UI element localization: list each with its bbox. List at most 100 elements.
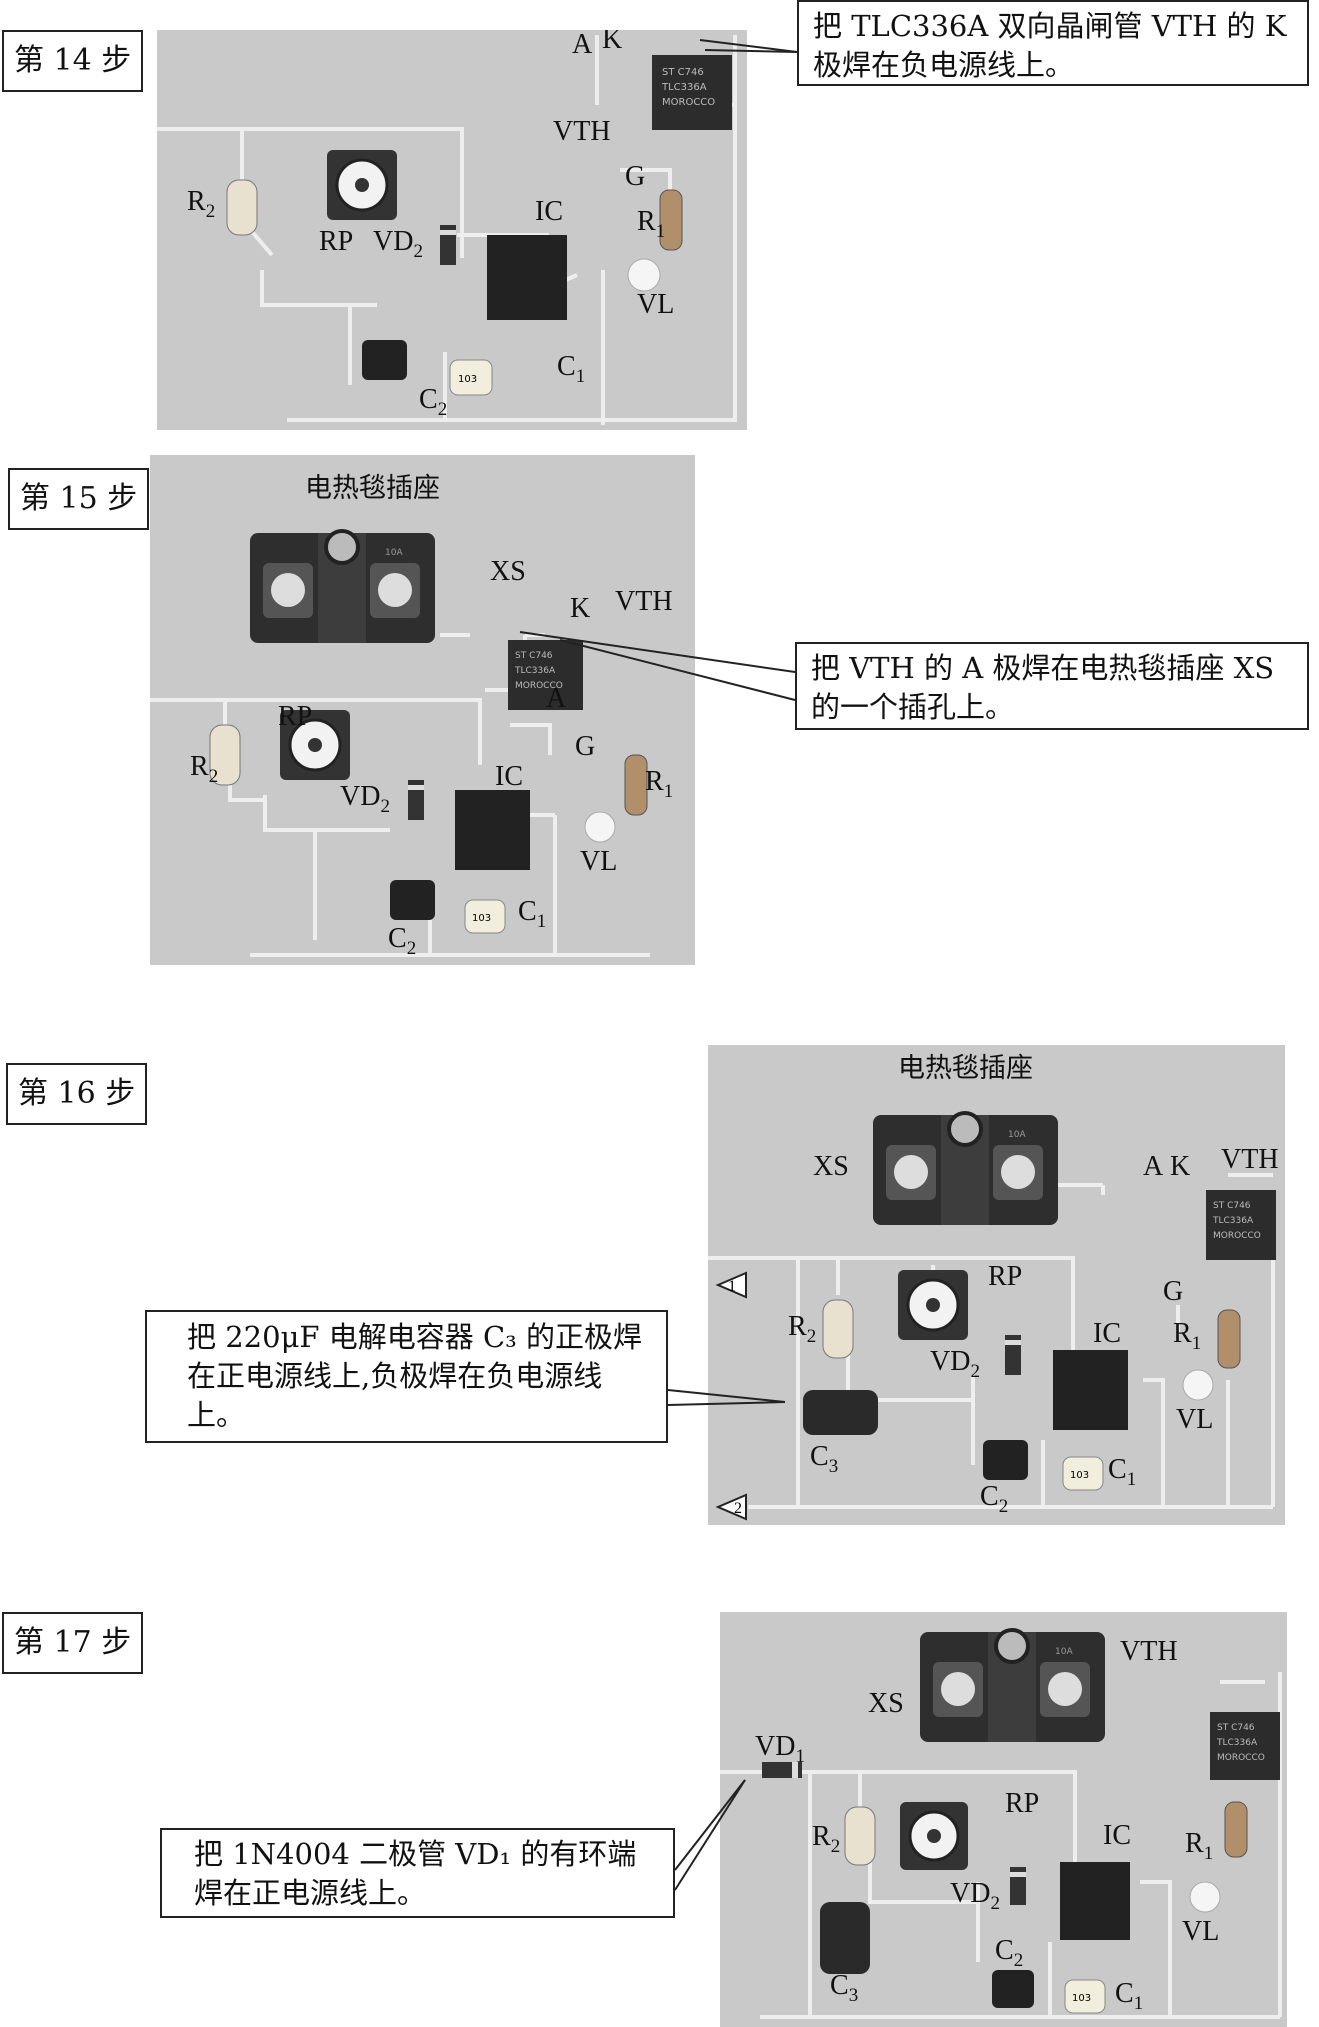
step-16-label: 第 16 步	[6, 1063, 148, 1125]
ic-chip	[1053, 1350, 1128, 1430]
socket-title: 电热毯插座	[305, 473, 440, 504]
capacitor-c1	[1064, 1979, 1106, 2014]
trim-pot-rp	[900, 1802, 968, 1870]
capacitor-c2	[983, 1440, 1028, 1480]
triac: ST C746 TLC336A MOROCCO	[1210, 1712, 1280, 1780]
led-vl	[584, 811, 616, 843]
led-vl	[1182, 1369, 1214, 1401]
label-c2: C2	[419, 384, 447, 420]
label-c1: C1	[1115, 1978, 1143, 2014]
label-a: A	[546, 683, 567, 714]
socket-xs: 10A	[250, 529, 435, 643]
step-17-photo: 10A ST C746 TLC336A MOROCCO 103 VTH XS V…	[720, 1612, 1287, 2027]
label-r2: R2	[190, 751, 218, 787]
label-xs: XS	[813, 1151, 849, 1182]
label-vth: VTH	[615, 586, 673, 617]
socket-xs: 10A	[920, 1628, 1105, 1742]
label-a: A	[1143, 1151, 1164, 1182]
label-vth: VTH	[1120, 1636, 1178, 1667]
step-15-photo: 电热毯插座 10A ST C746 TLC336A MOROCCO	[150, 455, 695, 965]
svg-text:TLC336A: TLC336A	[514, 666, 556, 676]
led-vl	[627, 258, 661, 292]
label-vd2: VD2	[373, 226, 423, 262]
svg-text:MOROCCO: MOROCCO	[1213, 1231, 1261, 1241]
resistor-r2	[209, 724, 241, 786]
label-vd2: VD2	[950, 1878, 1000, 1914]
triac: ST C746 TLC336A MOROCCO	[1206, 1190, 1276, 1260]
capacitor-c3	[820, 1902, 870, 1974]
svg-text:MOROCCO: MOROCCO	[515, 681, 563, 691]
step-15-note: 把 VTH 的 A 极焊在电热毯插座 XS 的一个插孔上。	[795, 642, 1309, 730]
svg-text:103: 103	[472, 913, 491, 924]
svg-text:ST C746: ST C746	[1217, 1723, 1255, 1733]
label-r2: R2	[187, 186, 215, 222]
svg-text:TLC336A: TLC336A	[661, 82, 707, 93]
label-k: K	[1170, 1151, 1190, 1182]
label-vd1: VD1	[755, 1731, 805, 1767]
svg-text:MOROCCO: MOROCCO	[1217, 1753, 1265, 1763]
label-c1: C1	[1108, 1454, 1136, 1490]
resistor-r2	[226, 179, 258, 236]
svg-text:TLC336A: TLC336A	[1212, 1216, 1254, 1226]
trim-pot-rp	[327, 150, 397, 220]
label-r1: R1	[1185, 1828, 1213, 1864]
svg-text:103: 103	[1072, 1993, 1091, 2004]
step-15-circuit: 电热毯插座 10A ST C746 TLC336A MOROCCO	[150, 473, 673, 959]
label-rp: RP	[1005, 1788, 1039, 1819]
svg-text:10A: 10A	[1055, 1647, 1073, 1657]
label-c2: C2	[388, 923, 416, 959]
svg-text:2: 2	[734, 1500, 742, 1517]
socket-title: 电热毯插座	[898, 1053, 1033, 1084]
step-14-note: 把 TLC336A 双向晶闸管 VTH 的 K 极焊在负电源线上。	[797, 0, 1309, 86]
power-plus-marker	[715, 1271, 747, 1299]
label-r2: R2	[788, 1311, 816, 1347]
socket-xs: 10A	[873, 1111, 1058, 1225]
resistor-r1	[1217, 1309, 1241, 1369]
capacitor-c3	[803, 1390, 878, 1435]
label-c3: C3	[830, 1970, 858, 2006]
label-ic: IC	[495, 761, 523, 792]
label-g: G	[1163, 1276, 1183, 1307]
capacitor-c2	[992, 1970, 1034, 2008]
label-g: G	[625, 161, 645, 192]
step-16-note: 把 220μF 电解电容器 C₃ 的正极焊在正电源线上,负极焊在负电源线上。	[145, 1310, 668, 1443]
svg-text:ST C746: ST C746	[515, 651, 553, 661]
resistor-r1	[1224, 1801, 1248, 1858]
label-c2: C2	[980, 1481, 1008, 1517]
label-ic: IC	[1103, 1820, 1131, 1851]
label-k: K	[602, 30, 622, 55]
step-15-label: 第 15 步	[8, 468, 150, 530]
resistor-r1	[624, 754, 648, 816]
label-vl: VL	[1182, 1916, 1219, 1947]
label-vth: VTH	[553, 116, 611, 147]
label-r1: R1	[1173, 1318, 1201, 1354]
label-c1: C1	[518, 896, 546, 932]
svg-text:10A: 10A	[385, 548, 403, 558]
svg-text:ST C746: ST C746	[1213, 1201, 1251, 1211]
step-16-circuit: 电热毯插座 10A ST C746 TLC336A MOROCCO 1 2	[708, 1053, 1279, 1521]
svg-text:1: 1	[728, 1278, 736, 1295]
svg-text:MOROCCO: MOROCCO	[662, 97, 715, 108]
svg-text:103: 103	[1070, 1470, 1089, 1481]
label-vth: VTH	[1221, 1144, 1279, 1175]
ic-chip	[455, 790, 530, 870]
svg-text:103: 103	[458, 374, 477, 385]
label-vd2: VD2	[340, 781, 390, 817]
label-vl: VL	[1176, 1404, 1213, 1435]
label-vl: VL	[580, 846, 617, 877]
power-minus-marker	[715, 1493, 747, 1521]
label-rp: RP	[319, 226, 353, 257]
label-xs: XS	[490, 556, 526, 587]
label-ic: IC	[1093, 1318, 1121, 1349]
capacitor-c2	[390, 880, 435, 920]
label-c2: C2	[995, 1935, 1023, 1971]
resistor-r2	[844, 1806, 876, 1866]
step-14-circuit: ST C746 TLC336A MOROCCO 103 A K VTH G R2…	[157, 30, 737, 425]
label-c3: C3	[810, 1441, 838, 1477]
svg-text:ST C746: ST C746	[662, 67, 704, 78]
svg-text:TLC336A: TLC336A	[1216, 1738, 1258, 1748]
step-14-label: 第 14 步	[2, 30, 144, 92]
step-16-photo: 电热毯插座 10A ST C746 TLC336A MOROCCO 1 2	[708, 1045, 1285, 1525]
led-vl	[1189, 1881, 1221, 1913]
label-a: A	[572, 30, 593, 60]
